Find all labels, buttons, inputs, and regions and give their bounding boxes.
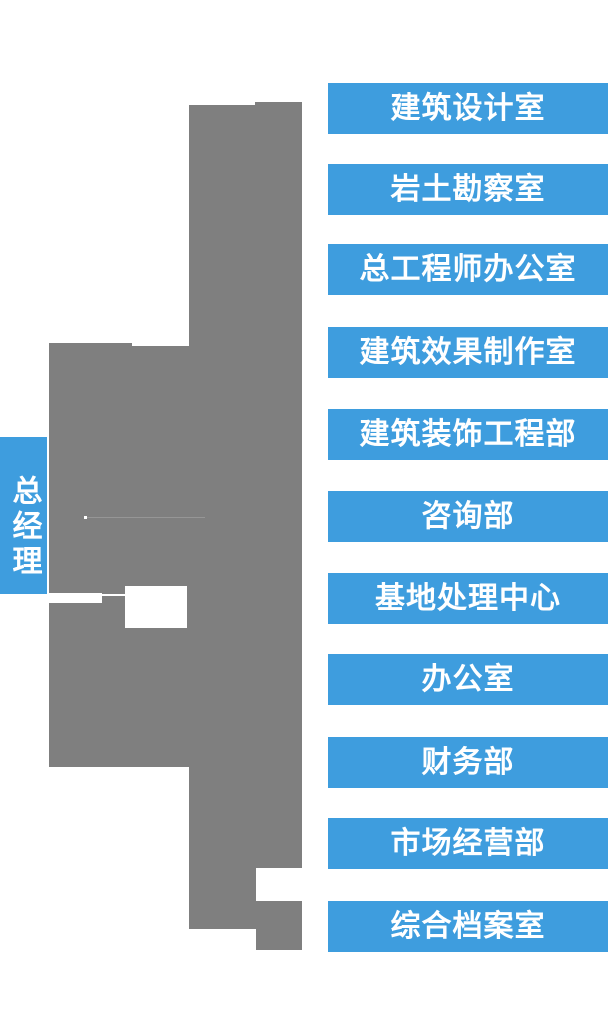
connector-tail-left: [189, 868, 256, 929]
department-box: 财务部: [328, 737, 608, 788]
connector-cutout-rect: [125, 586, 187, 628]
department-box: 建筑设计室: [328, 83, 608, 134]
department-label: 财务部: [421, 745, 515, 779]
connector-cutout-line: [102, 594, 125, 596]
department-label: 咨询部: [421, 499, 515, 533]
department-box: 岩土勘察室: [328, 164, 608, 215]
department-box: 建筑效果制作室: [328, 327, 608, 378]
connector-cutout-strip: [49, 593, 102, 603]
department-label: 建筑设计室: [390, 91, 546, 125]
department-label: 办公室: [421, 662, 515, 696]
department-box: 综合档案室: [328, 901, 608, 952]
department-label: 建筑装饰工程部: [359, 417, 577, 451]
department-label: 建筑效果制作室: [359, 335, 577, 369]
department-box: 咨询部: [328, 491, 608, 542]
department-box: 基地处理中心: [328, 573, 608, 624]
general-manager-box: 总经理: [0, 437, 47, 594]
department-label: 基地处理中心: [375, 581, 561, 615]
connector-tail-right: [256, 901, 302, 950]
department-label: 市场经营部: [390, 826, 546, 860]
connector-block: [49, 343, 302, 767]
department-box: 总工程师办公室: [328, 244, 608, 295]
department-label: 总工程师办公室: [359, 252, 577, 286]
connector-faint-line: [87, 517, 205, 518]
department-box: 市场经营部: [328, 818, 608, 869]
department-box: 建筑装饰工程部: [328, 409, 608, 460]
department-label: 综合档案室: [390, 909, 546, 943]
department-box: 办公室: [328, 654, 608, 705]
connector-top-notch: [132, 343, 189, 346]
connector-trunk-cap: [255, 102, 302, 105]
connector-white-dot: [84, 516, 87, 519]
general-manager-label: 总经理: [7, 475, 41, 580]
department-label: 岩土勘察室: [390, 172, 546, 206]
